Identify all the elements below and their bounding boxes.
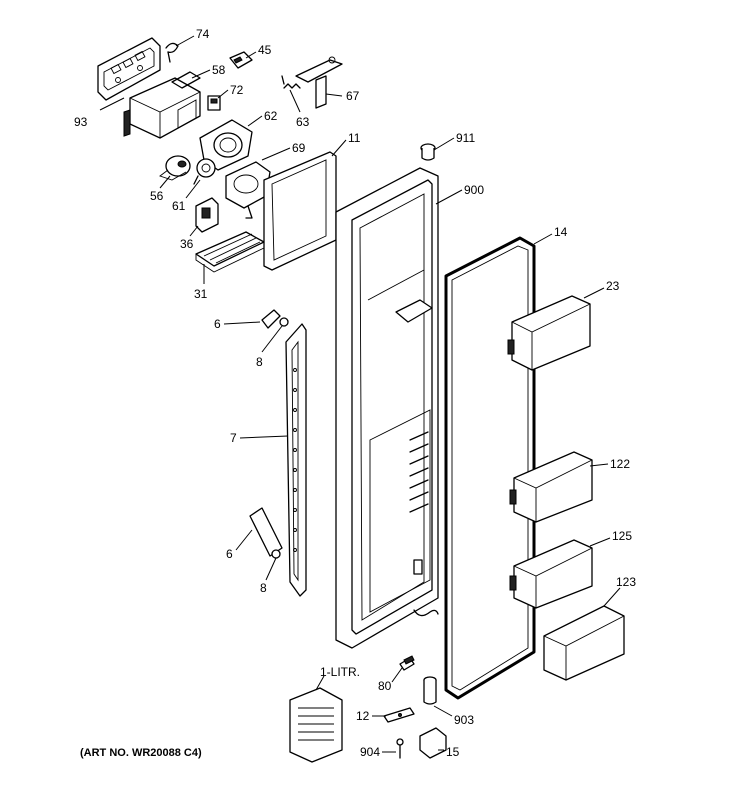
door-part-900 (335, 167, 439, 649)
door-bin-part-23 (507, 295, 591, 371)
gasket-part-14 (444, 236, 536, 700)
dispenser-housing-part-58 (123, 71, 201, 139)
callout-67: 67 (346, 89, 360, 103)
switch-housing-part-36 (195, 197, 219, 233)
callout-61: 61 (172, 199, 186, 213)
wire-clip-part-74 (165, 42, 179, 63)
solenoid-part-61 (193, 158, 216, 185)
door-bin-part-122 (509, 451, 593, 523)
art-number: (ART NO. WR20088 C4) (80, 747, 202, 759)
bracket-part-45 (229, 51, 253, 69)
callout-58: 58 (212, 63, 226, 77)
callout-6-bottom: 6 (226, 547, 233, 561)
handle-endcap-bottom-part-6 (249, 507, 283, 559)
cylinder-part-903 (423, 676, 437, 705)
control-panel-part-93 (97, 37, 161, 101)
fitting-part-80 (399, 655, 415, 671)
callout-8-bottom: 8 (260, 581, 267, 595)
door-vent-slots (409, 431, 429, 513)
handle-grip-dimples (293, 368, 297, 552)
callout-122: 122 (610, 457, 630, 471)
callout-63: 63 (296, 115, 310, 129)
callout-74: 74 (196, 27, 210, 41)
callout-15: 15 (446, 745, 460, 759)
callout-911: 911 (456, 131, 475, 145)
callout-125: 125 (612, 529, 632, 543)
callout-69: 69 (292, 141, 306, 155)
callout-11: 11 (348, 131, 361, 145)
callout-56: 56 (150, 189, 164, 203)
callout-904: 904 (360, 745, 380, 759)
bracket-part-12 (383, 707, 415, 723)
callout-123: 123 (616, 575, 636, 589)
callout-14: 14 (554, 225, 568, 239)
recess-frame-part-11 (263, 151, 337, 271)
screw-part-904 (396, 738, 404, 759)
callout-31: 31 (194, 287, 208, 301)
callout-900: 900 (464, 183, 484, 197)
switch-part-72 (207, 95, 221, 111)
callout-36: 36 (180, 237, 194, 251)
callout-1-litr: 1-LITR. (320, 665, 360, 679)
leader-lines (99, 35, 621, 753)
callout-62: 62 (264, 109, 278, 123)
cover-part-15 (419, 727, 447, 759)
spring-part-63 (281, 75, 301, 89)
callout-12: 12 (356, 709, 370, 723)
door-bin-part-125 (509, 539, 593, 609)
callout-7: 7 (230, 431, 237, 445)
callout-80: 80 (378, 679, 392, 693)
motor-part-56 (159, 155, 191, 181)
callout-93: 93 (74, 115, 88, 129)
callout-903: 903 (454, 713, 474, 727)
drip-tray-part-31 (195, 231, 265, 273)
actuator-part-69 (225, 161, 271, 219)
callout-72: 72 (230, 83, 244, 97)
literature-part-1-litr (289, 687, 343, 763)
lever-part-67 (295, 56, 343, 109)
handle-part-7 (285, 323, 307, 597)
cap-part-911 (420, 143, 436, 161)
callout-45: 45 (258, 43, 272, 57)
handle-endcap-top-part-6 (261, 309, 289, 329)
callout-8-top: 8 (256, 355, 263, 369)
callout-labels: 74 45 58 93 72 62 67 63 11 911 69 56 61 … (74, 27, 636, 759)
door-bin-part-123 (543, 605, 625, 681)
callout-6-top: 6 (214, 317, 221, 331)
callout-23: 23 (606, 279, 620, 293)
